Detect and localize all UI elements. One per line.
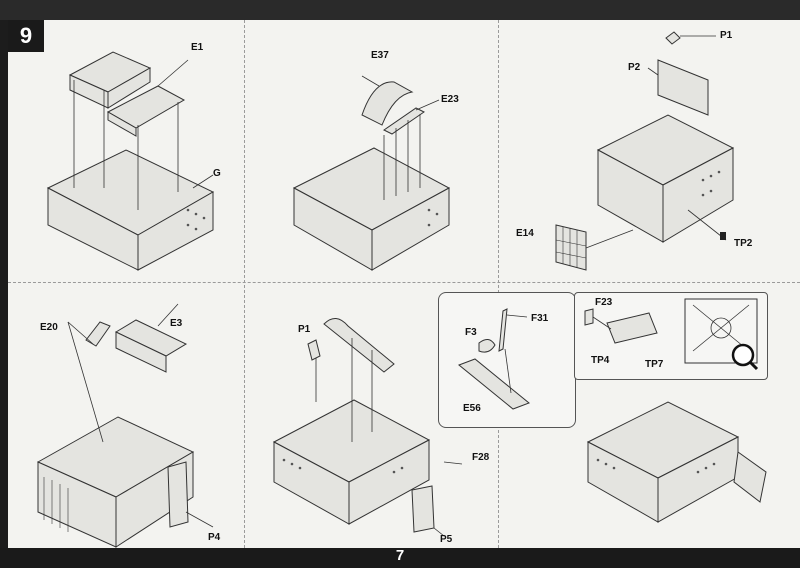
instruction-page: 9 xyxy=(8,20,800,548)
part-label-f3: F3 xyxy=(465,327,477,338)
part-label-tp2: TP2 xyxy=(734,238,753,249)
divider-vertical-2 xyxy=(498,20,499,548)
divider-horizontal xyxy=(8,282,800,283)
part-label-e37: E37 xyxy=(371,50,389,61)
panel-6-inset-drawing xyxy=(584,298,759,371)
part-label-e20: E20 xyxy=(40,322,58,333)
part-label-p5: P5 xyxy=(440,534,453,545)
part-label-e3: E3 xyxy=(170,318,183,329)
panel-6 xyxy=(498,282,800,548)
panel-2-drawing xyxy=(292,75,451,271)
part-label-e14: E14 xyxy=(516,228,534,239)
part-label-e23: E23 xyxy=(441,94,459,105)
panel-4: E20 E3 P4 xyxy=(8,282,244,548)
part-label-f31: F31 xyxy=(531,313,549,324)
part-label-f23: F23 xyxy=(595,297,613,308)
panel-6-drawing xyxy=(586,401,767,523)
part-label-p4: P4 xyxy=(208,532,221,543)
part-label-f28: F28 xyxy=(472,452,490,463)
bottom-border xyxy=(0,548,800,568)
panel-5: P1 F28 P5 xyxy=(244,282,498,548)
part-label-p2: P2 xyxy=(628,62,641,73)
step-number: 9 xyxy=(8,20,44,52)
top-border xyxy=(0,0,800,20)
panel-5-inset-drawing xyxy=(458,308,530,410)
part-label-g: G xyxy=(213,168,221,179)
panel-5-inset: F31 F3 E56 xyxy=(438,292,576,428)
panel-1-drawing xyxy=(46,51,215,271)
panel-3: P1 P2 E14 TP2 xyxy=(498,20,800,282)
part-label-p1: P1 xyxy=(720,30,733,41)
part-label-tp7: TP7 xyxy=(645,359,664,370)
part-label-e1: E1 xyxy=(191,42,204,53)
part-label-p1-step5: P1 xyxy=(298,324,311,335)
panel-5-drawing xyxy=(272,318,463,537)
divider-vertical-1 xyxy=(244,20,245,548)
panel-3-drawing xyxy=(555,31,735,271)
panel-1: E1 G xyxy=(8,20,244,282)
part-label-tp4: TP4 xyxy=(591,355,610,366)
magnify-icon xyxy=(731,343,755,367)
panel-4-drawing xyxy=(36,303,214,548)
panel-2: E37 E23 xyxy=(244,20,498,282)
part-label-e56: E56 xyxy=(463,403,481,414)
panel-6-inset: F23 TP4 TP7 xyxy=(574,292,768,380)
page-number: 7 xyxy=(395,547,405,564)
